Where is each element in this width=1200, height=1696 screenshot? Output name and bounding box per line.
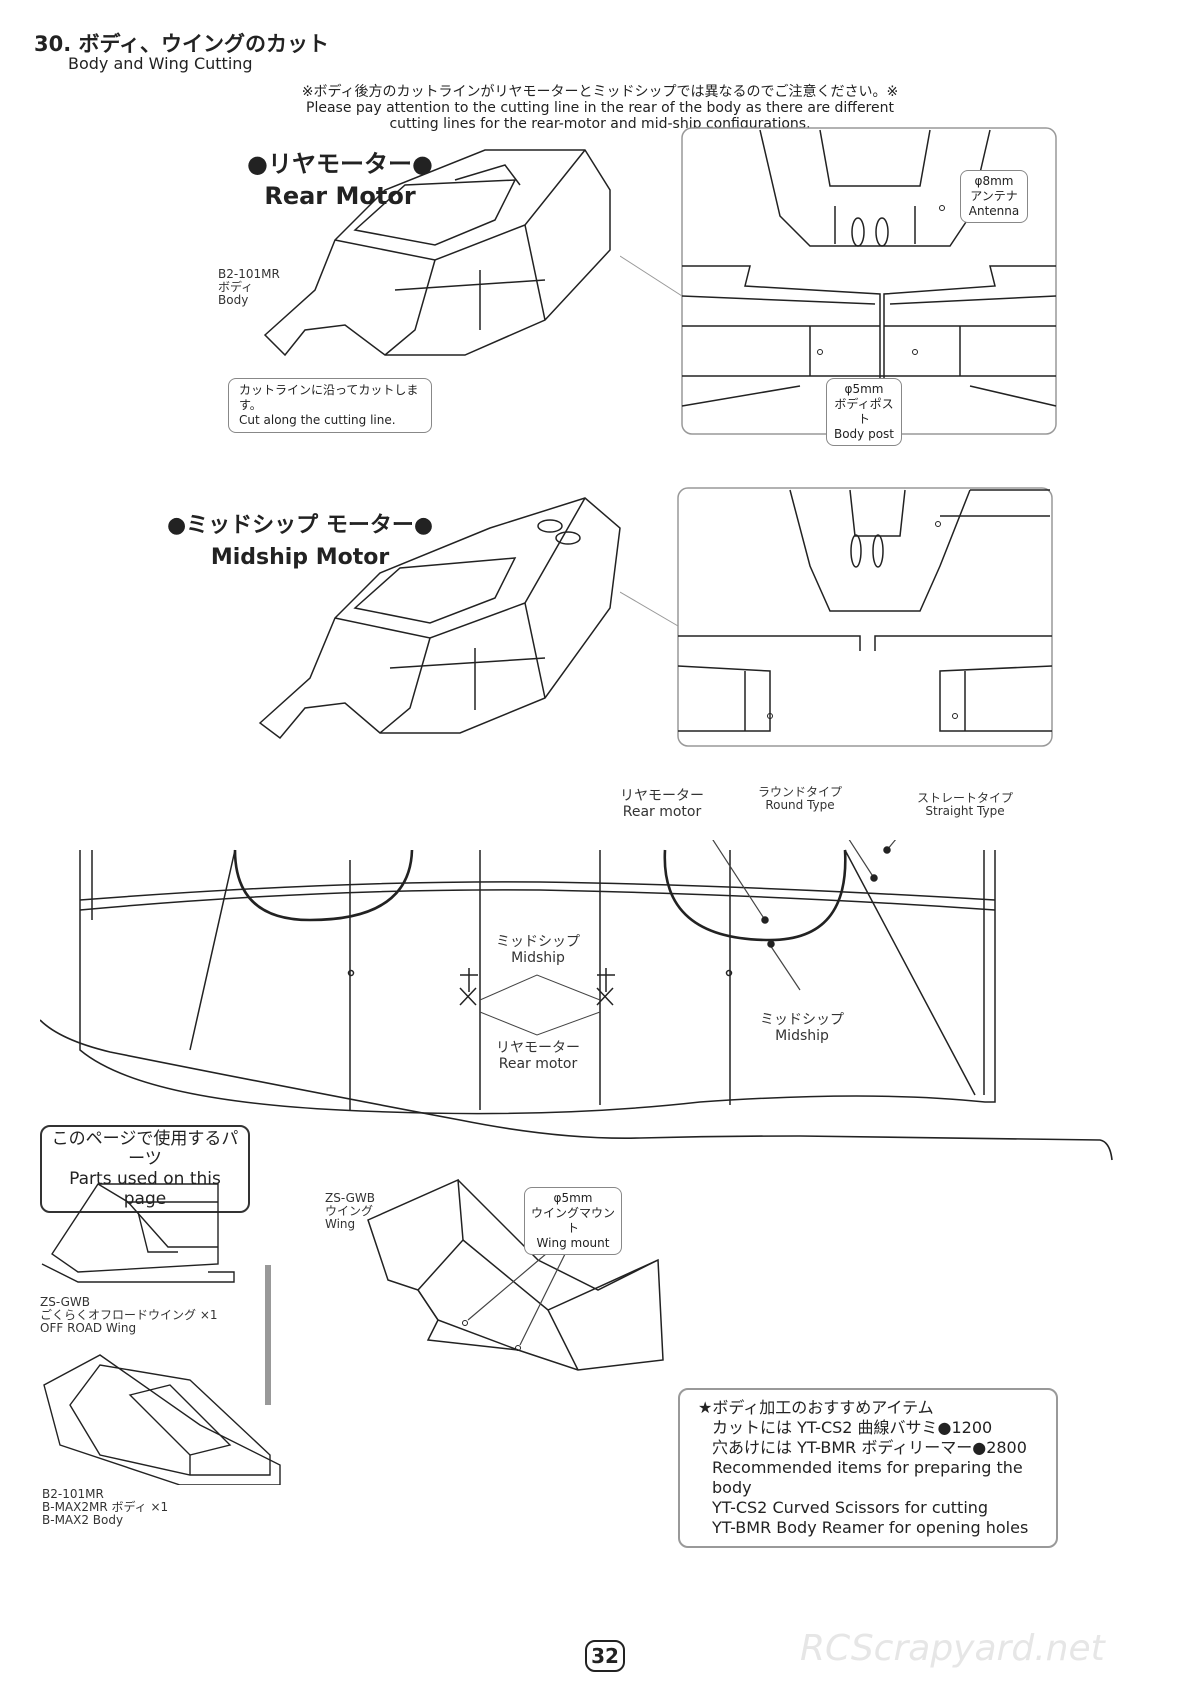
wing-mount-jp: ウイングマウント (531, 1206, 616, 1235)
midship-center-en: Midship (511, 950, 565, 966)
midship-detail-box (620, 487, 1053, 747)
recommended-heading: ★ボディ加工のおすすめアイテム (698, 1398, 934, 1417)
caution-note: ※ボディ後方のカットラインがリヤモーターとミッドシップでは異なるのでご注意くださ… (220, 84, 980, 132)
antenna-en: Antenna (968, 204, 1020, 218)
round-type-en: Round Type (765, 798, 835, 812)
body-post-callout: φ5mm ボディポスト Body post (826, 378, 902, 446)
rear-motor-line-en: Rear motor (622, 804, 702, 820)
midship-right-en: Midship (775, 1028, 829, 1044)
midship-right-jp: ミッドシップ (760, 1012, 844, 1028)
body-package-illustration (43, 1354, 281, 1485)
rear-motor-center-jp: リヤモーター (496, 1040, 580, 1056)
caution-note-jp: ※ボディ後方のカットラインがリヤモーターとミッドシップでは異なるのでご注意くださ… (301, 84, 899, 100)
rear-motor-center-en: Rear motor (498, 1056, 578, 1072)
rear-motor-heading: ●リヤモーター● Rear Motor (200, 148, 480, 212)
straight-type-jp: ストレートタイプ (916, 791, 1013, 805)
wing-mount-callout: φ5mm ウイングマウント Wing mount (524, 1187, 622, 1255)
recommended-items-box: ★ボディ加工のおすすめアイテム カットには YT-CS2 曲線バサミ●1200 … (678, 1388, 1058, 1548)
body-part-en: B-MAX2 Body (42, 1513, 124, 1527)
body-jp: ボディ (218, 280, 254, 294)
straight-type-en: Straight Type (925, 804, 1005, 818)
parts-used-jp: このページで使用するパーツ (51, 1129, 239, 1169)
body-post-en: Body post (833, 427, 895, 441)
antenna-size: φ8mm (974, 174, 1014, 188)
antenna-callout: φ8mm アンテナ Antenna (960, 170, 1028, 223)
section-title: 30. ボディ、ウイングのカット (34, 32, 330, 56)
wing-part-code: ZS-GWB (40, 1295, 91, 1309)
watermark: RCScrapyard.net (800, 1628, 1105, 1669)
wing-part-label: ZS-GWB ごくらくオフロードウイング ×1 OFF ROAD Wing (40, 1296, 218, 1335)
midship-center-jp: ミッドシップ (496, 934, 580, 950)
wing-part-en: OFF ROAD Wing (40, 1321, 137, 1335)
antenna-jp: アンテナ (970, 189, 1018, 203)
rear-motor-body-illustration (263, 149, 611, 357)
recommended-reamer-jp: 穴あけには YT-BMR ボディリーマー●2800 (712, 1438, 1027, 1457)
parts-divider (265, 1265, 271, 1405)
parts-used-box: このページで使用するパーツ Parts used on this page (40, 1125, 250, 1213)
midship-heading: ●ミッドシップ モーター● Midship Motor (150, 510, 450, 574)
wing-illustration (367, 1178, 664, 1371)
body-part-code: B2-101MR (42, 1487, 104, 1501)
section-subtitle: Body and Wing Cutting (68, 54, 253, 73)
midship-heading-en: Midship Motor (210, 545, 390, 570)
page-number: 32 (585, 1640, 625, 1672)
wing-mount-size: φ5mm (553, 1191, 593, 1205)
wing-label: ZS-GWB ウイング Wing (325, 1192, 375, 1231)
round-type-label: ラウンドタイプ Round Type (750, 786, 850, 812)
body-part-label-parts: B2-101MR B-MAX2MR ボディ ×1 B-MAX2 Body (42, 1488, 168, 1527)
cut-line-callout: カットラインに沿ってカットします。 Cut along the cutting … (228, 378, 432, 433)
recommended-scissors-jp: カットには YT-CS2 曲線バサミ●1200 (712, 1418, 993, 1437)
rear-motor-line-label: リヤモーター Rear motor (612, 788, 712, 820)
midship-center-label: ミッドシップ Midship (488, 934, 588, 966)
wing-mount-en: Wing mount (536, 1236, 610, 1250)
cut-line-en: Cut along the cutting line. (239, 413, 396, 427)
recommended-scissors-en: YT-CS2 Curved Scissors for cutting (712, 1498, 989, 1517)
rear-motor-heading-jp: ●リヤモーター● (247, 150, 433, 178)
wing-package-illustration (41, 1183, 235, 1283)
wing-part-jp: ごくらくオフロードウイング ×1 (40, 1308, 218, 1322)
wing-jp: ウイング (325, 1204, 374, 1218)
body-part-jp: B-MAX2MR ボディ ×1 (42, 1500, 169, 1514)
body-part-label: B2-101MR ボディ Body (218, 268, 280, 307)
wing-code: ZS-GWB (325, 1191, 376, 1205)
caution-note-en-1: Please pay attention to the cutting line… (306, 100, 894, 116)
recommended-reamer-en: YT-BMR Body Reamer for opening holes (712, 1518, 1029, 1537)
body-post-size: φ5mm (844, 382, 884, 396)
rear-motor-center-label: リヤモーター Rear motor (488, 1040, 588, 1072)
rear-motor-line-jp: リヤモーター (620, 788, 704, 804)
midship-heading-jp: ●ミッドシップ モーター● (166, 513, 434, 538)
cut-line-jp: カットラインに沿ってカットします。 (239, 383, 419, 412)
rear-motor-heading-en: Rear Motor (264, 182, 416, 210)
straight-type-label: ストレートタイプ Straight Type (910, 792, 1020, 818)
body-post-jp: ボディポスト (834, 397, 894, 426)
rear-cut-line-diagram (40, 840, 1113, 1161)
round-type-jp: ラウンドタイプ (757, 785, 842, 799)
body-en: Body (218, 293, 249, 307)
recommended-heading-en: Recommended items for preparing the body (712, 1458, 1023, 1497)
wing-en: Wing (325, 1217, 356, 1231)
midship-body-illustration (258, 497, 621, 740)
body-code: B2-101MR (218, 267, 280, 281)
midship-right-label: ミッドシップ Midship (752, 1012, 852, 1044)
